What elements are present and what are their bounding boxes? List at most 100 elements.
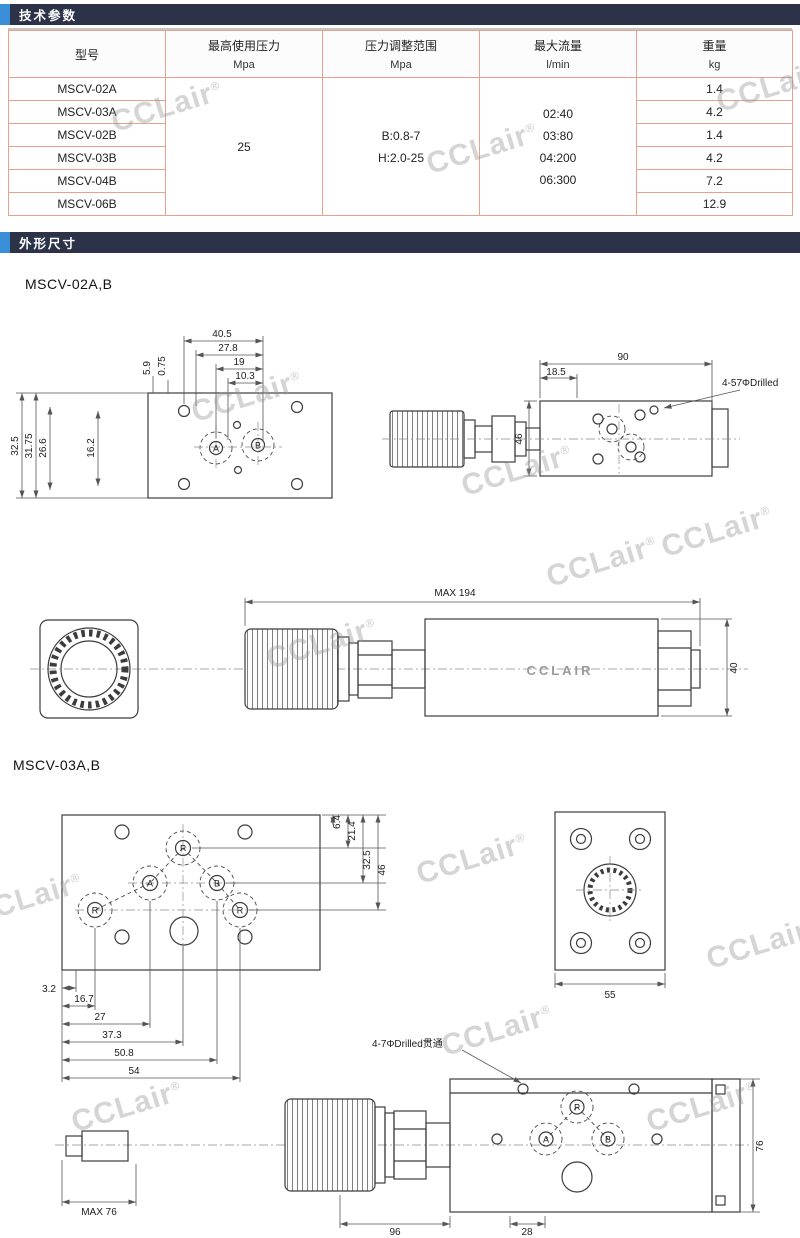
weight-cell: 4.2: [636, 100, 793, 124]
col-header-model: 型号: [8, 30, 166, 78]
col-range-label: 压力调整范围: [364, 38, 437, 53]
model-cell: MSCV-03A: [8, 100, 166, 124]
dim-3-2: 3.2: [42, 984, 56, 995]
col-weight-label: 重量: [702, 38, 727, 53]
table-row: MSCV-02A 25 B:0.8-7 H:2.0-25 02:40 03:80…: [8, 77, 793, 216]
port-b-label: B: [214, 879, 220, 889]
dim-32-5: 32.5: [362, 850, 373, 870]
mscv02-side-view: [463, 400, 729, 477]
port-a-label: A: [543, 1135, 549, 1145]
mscv03-end-dims: [554, 973, 666, 988]
col-range-unit: Mpa: [390, 59, 412, 72]
model-cell: MSCV-02A: [8, 77, 166, 101]
model-cell: MSCV-04B: [8, 169, 166, 193]
drill-note-02: 4-57ΦDrilled: [722, 378, 778, 389]
dim-max-194: MAX 194: [434, 588, 476, 599]
dim-55: 55: [604, 990, 616, 1001]
dim-50-8: 50.8: [114, 1048, 134, 1059]
dim-18-5: 18.5: [546, 367, 566, 378]
dim-10-3: 10.3: [235, 371, 255, 382]
mscv02-top-view: [147, 392, 333, 499]
mscv02-side-dims: [524, 360, 741, 477]
flow-line: 02:40: [542, 106, 574, 121]
port-b-label: B: [605, 1135, 611, 1145]
port-r-label: R: [237, 906, 244, 916]
col-flow-label: 最大流量: [533, 38, 582, 53]
col-header-weight: 重量 kg: [636, 30, 793, 78]
col-header-range: 压力调整范围 Mpa: [322, 30, 480, 78]
pressure-cell: 25: [165, 77, 323, 216]
dim-6-4: 6.4: [332, 815, 343, 829]
mscv02-side-centerlines: [382, 404, 740, 474]
dim-5-9: 5.9: [142, 361, 153, 375]
col-pressure-unit: Mpa: [233, 59, 255, 72]
mscv02-side-hidden-circles: [598, 415, 645, 461]
port-a-label: A: [213, 444, 219, 454]
col-header-flow: 最大流量 l/min: [479, 30, 637, 78]
port-r-label: R: [92, 906, 99, 916]
dim-19: 19: [233, 357, 245, 368]
port-p-label: P: [180, 844, 186, 854]
mscv03-side-dims: [61, 1049, 760, 1228]
dim-0-75: 0.75: [157, 356, 168, 376]
table-row: MSCV-03A 4.2: [8, 100, 793, 124]
section-title-tech: 技术参数: [19, 9, 78, 23]
mscv03-top-dims: [61, 814, 386, 1082]
section-bar-tech-params: 技术参数: [0, 4, 800, 25]
weight-cell: 1.4: [636, 123, 793, 147]
port-p-label: P: [574, 1103, 580, 1113]
section-title-dims: 外形尺寸: [19, 237, 78, 251]
table-row: MSCV-02B 1.4: [8, 123, 793, 147]
port-a-label: A: [147, 879, 153, 889]
section-accent: [0, 232, 10, 253]
section-bar-dimensions: 外形尺寸: [0, 232, 800, 253]
mscv03-top-centerlines: [75, 824, 262, 950]
dim-27: 27: [94, 1012, 106, 1023]
model-cell: MSCV-06B: [8, 192, 166, 216]
drawing-mscv02: A B 40.5 27.8 19 10.3 5.9 0.75 32.5 31.7…: [10, 329, 778, 719]
dim-26-6: 26.6: [38, 438, 49, 458]
dim-37-3: 37.3: [102, 1030, 122, 1041]
weight-cell: 1.4: [636, 77, 793, 101]
col-weight-unit: kg: [708, 59, 721, 72]
col-flow-unit: l/min: [546, 59, 570, 72]
mscv03-end-centerlines: [576, 856, 644, 924]
dim-46: 46: [377, 864, 388, 876]
drawing-mscv03: P A B R R 6.4 21.4 32.5 46 3.2 16.7 27 3…: [42, 811, 766, 1238]
drawing-title-mscv02: MSCV-02A,B: [25, 276, 113, 292]
weight-cell: 7.2: [636, 169, 793, 193]
dim-96: 96: [389, 1227, 401, 1238]
adjust-knob-large: [244, 628, 339, 710]
range-b: B:0.8-7: [381, 128, 421, 143]
dim-54: 54: [128, 1066, 140, 1077]
body-brand-text: CCLAIR: [526, 663, 593, 678]
table-row: MSCV-04B 7.2: [8, 169, 793, 193]
dim-max-76: MAX 76: [81, 1207, 117, 1218]
dim-28: 28: [521, 1227, 533, 1238]
dim-40-5: 40.5: [212, 329, 232, 340]
dim-27-8: 27.8: [218, 343, 238, 354]
mscv02-top-dims: [16, 336, 264, 499]
flow-line: 06:300: [539, 172, 577, 187]
drill-note-03: 4-7ΦDrilled贯通: [372, 1038, 443, 1050]
dim-21-4: 21.4: [347, 821, 358, 841]
port-b-label: B: [255, 441, 261, 451]
dim-32-5: 32.5: [10, 436, 21, 456]
table-row: MSCV-06B 12.9: [8, 192, 793, 216]
weight-cell: 12.9: [636, 192, 793, 216]
mscv02-length-dims: [244, 598, 732, 717]
mscv03-top-hidden: [77, 830, 258, 928]
dim-31-75: 31.75: [24, 433, 35, 458]
model-cell: MSCV-02B: [8, 123, 166, 147]
adjust-knob: [284, 1098, 376, 1192]
mscv02-end-view: [39, 619, 139, 719]
table-top-rule: [8, 28, 792, 30]
flow-line: 03:80: [542, 128, 574, 143]
model-cell: MSCV-03B: [8, 146, 166, 170]
mscv03-side-view: [65, 1078, 741, 1213]
mscv02-top-centerlines: [194, 422, 282, 471]
